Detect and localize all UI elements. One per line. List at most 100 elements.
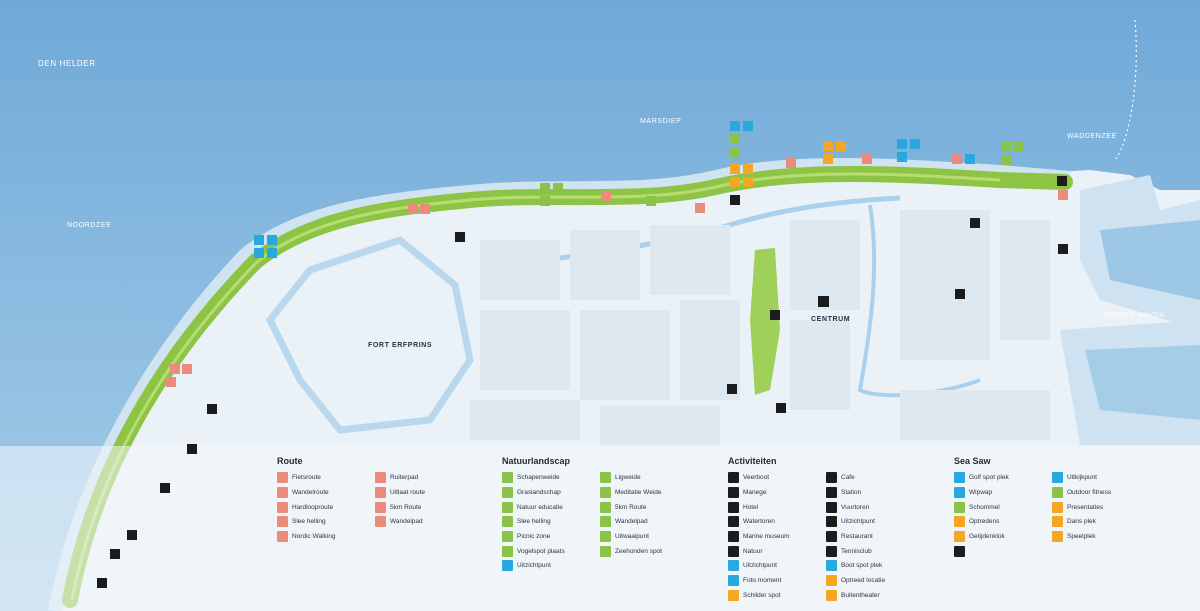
restaurant-icon[interactable] xyxy=(127,530,137,540)
heart-icon xyxy=(954,545,965,557)
legend-column: Ruiterpad Uitlaat route 5km Route Wandel… xyxy=(375,472,465,542)
5km-icon[interactable] xyxy=(1058,190,1068,200)
nature-icon[interactable] xyxy=(730,134,740,144)
legend-item-label: Schilder spot xyxy=(743,591,781,599)
meditation-icon xyxy=(600,487,611,499)
route-icon[interactable] xyxy=(862,154,872,164)
seasaw-icon[interactable] xyxy=(910,139,920,149)
presentation-icon[interactable] xyxy=(823,141,833,151)
seasaw-icon[interactable] xyxy=(897,139,907,149)
museum-icon[interactable] xyxy=(970,218,980,228)
route-icon[interactable] xyxy=(952,154,962,164)
activity-icons[interactable] xyxy=(97,176,1068,588)
fitness-icon[interactable] xyxy=(207,404,217,414)
nature-icon[interactable] xyxy=(1001,155,1011,165)
path-icon xyxy=(375,516,386,528)
legend-item-label: Speelplek xyxy=(1067,533,1096,541)
viewpoint-icon xyxy=(826,516,837,528)
legend-item: Getijdenklok xyxy=(954,531,1044,543)
lighthouse-icon[interactable] xyxy=(187,444,197,454)
legend-item-label: Zeehonden spot xyxy=(615,547,662,555)
nature-icon[interactable] xyxy=(730,148,740,158)
play-icon[interactable] xyxy=(743,177,753,187)
legend-item: Natuur educatie xyxy=(502,501,592,513)
walker-icon[interactable] xyxy=(455,232,465,242)
dance-icon[interactable] xyxy=(836,141,846,151)
seasaw-icons[interactable] xyxy=(254,121,975,258)
legend-item-label: Marine museum xyxy=(743,533,790,541)
clock-icon[interactable] xyxy=(743,164,753,174)
nature-icon[interactable] xyxy=(646,196,656,206)
binocular-icon[interactable] xyxy=(254,248,264,258)
viewpoint-icon[interactable] xyxy=(97,578,107,588)
station-icon[interactable] xyxy=(776,403,786,413)
sheep-icon xyxy=(502,472,513,484)
dog-icon xyxy=(375,487,386,499)
legend-item: Meditatie Weide xyxy=(600,487,690,499)
label-waddenzee: WADDENZEE xyxy=(1067,133,1117,140)
legend-item-label: Outdoor fitness xyxy=(1067,489,1112,497)
nature-icon[interactable] xyxy=(540,183,550,193)
tree-icon xyxy=(728,545,739,557)
legend-item-label: Schapenweide xyxy=(517,474,560,482)
grass-icon xyxy=(502,487,513,499)
bird-icon xyxy=(502,545,513,557)
legend-item: Buitentheater xyxy=(826,589,916,602)
walk-icon[interactable] xyxy=(182,364,192,374)
golf-icon[interactable] xyxy=(730,121,740,131)
golf-icon xyxy=(954,472,965,484)
route-icon[interactable] xyxy=(601,191,611,201)
play-icon[interactable] xyxy=(823,154,833,164)
nature-icon[interactable] xyxy=(553,183,563,193)
legend-item: Station xyxy=(826,487,916,499)
fitness-icon[interactable] xyxy=(267,235,277,245)
nature-icon[interactable] xyxy=(1014,142,1024,152)
ferry-icon[interactable] xyxy=(1058,244,1068,254)
play-icon xyxy=(1052,531,1063,543)
seasaw-icon[interactable] xyxy=(965,154,975,164)
legend-item-label: Uitlaat route xyxy=(390,489,426,497)
legend-item: Boot spot plek xyxy=(826,560,916,572)
cafe-icon[interactable] xyxy=(110,549,120,559)
label-noordzee: NOORDZEE xyxy=(67,222,112,229)
music-icon[interactable] xyxy=(730,164,740,174)
walk-icon[interactable] xyxy=(420,204,430,214)
legend-item: Schapenweide xyxy=(502,472,592,484)
bike-icon[interactable] xyxy=(408,204,418,214)
legend-item-label: Wandelpad xyxy=(390,518,423,526)
boat-icon[interactable] xyxy=(955,289,965,299)
seasaw-icon[interactable] xyxy=(897,152,907,162)
play-icon[interactable] xyxy=(730,177,740,187)
nature-icon[interactable] xyxy=(540,196,550,206)
legend-item: Golf spot plek xyxy=(954,472,1044,484)
legend-item-label: Wandelpad xyxy=(615,518,648,526)
legend-item-label: Natuur educatie xyxy=(517,503,563,511)
legend-item: Veerboot xyxy=(728,472,818,484)
horse-icon xyxy=(728,487,739,499)
5km-icon xyxy=(600,501,611,513)
binocular-icon[interactable] xyxy=(267,248,277,258)
heart-icon[interactable] xyxy=(730,195,740,205)
legend-item-label: Manege xyxy=(743,489,767,497)
hotel-icon[interactable] xyxy=(160,483,170,493)
heart-icon[interactable] xyxy=(818,296,829,307)
legend-column: Cafe Station Vuurtoren Uitzichtpunt Rest… xyxy=(826,472,916,601)
legend-item: Watertoren xyxy=(728,516,818,528)
route-icon[interactable] xyxy=(166,377,176,387)
path-icon xyxy=(600,516,611,528)
legend-item: Wipwap xyxy=(954,487,1044,499)
legend-item: Hotel xyxy=(728,501,818,513)
route-icon[interactable] xyxy=(695,203,705,213)
golf-icon[interactable] xyxy=(254,235,264,245)
route-icons[interactable] xyxy=(166,154,1068,387)
legend-item: Ruiterpad xyxy=(375,472,465,484)
tower-icon[interactable] xyxy=(727,384,737,394)
bike-icon[interactable] xyxy=(170,364,180,374)
nature-icon[interactable] xyxy=(1001,142,1011,152)
binocular-icon[interactable] xyxy=(743,121,753,131)
tree-icon[interactable] xyxy=(770,310,780,320)
restaurant-icon[interactable] xyxy=(1057,176,1067,186)
horse-icon[interactable] xyxy=(786,158,796,168)
legend-item: Optreed locatie xyxy=(826,575,916,587)
